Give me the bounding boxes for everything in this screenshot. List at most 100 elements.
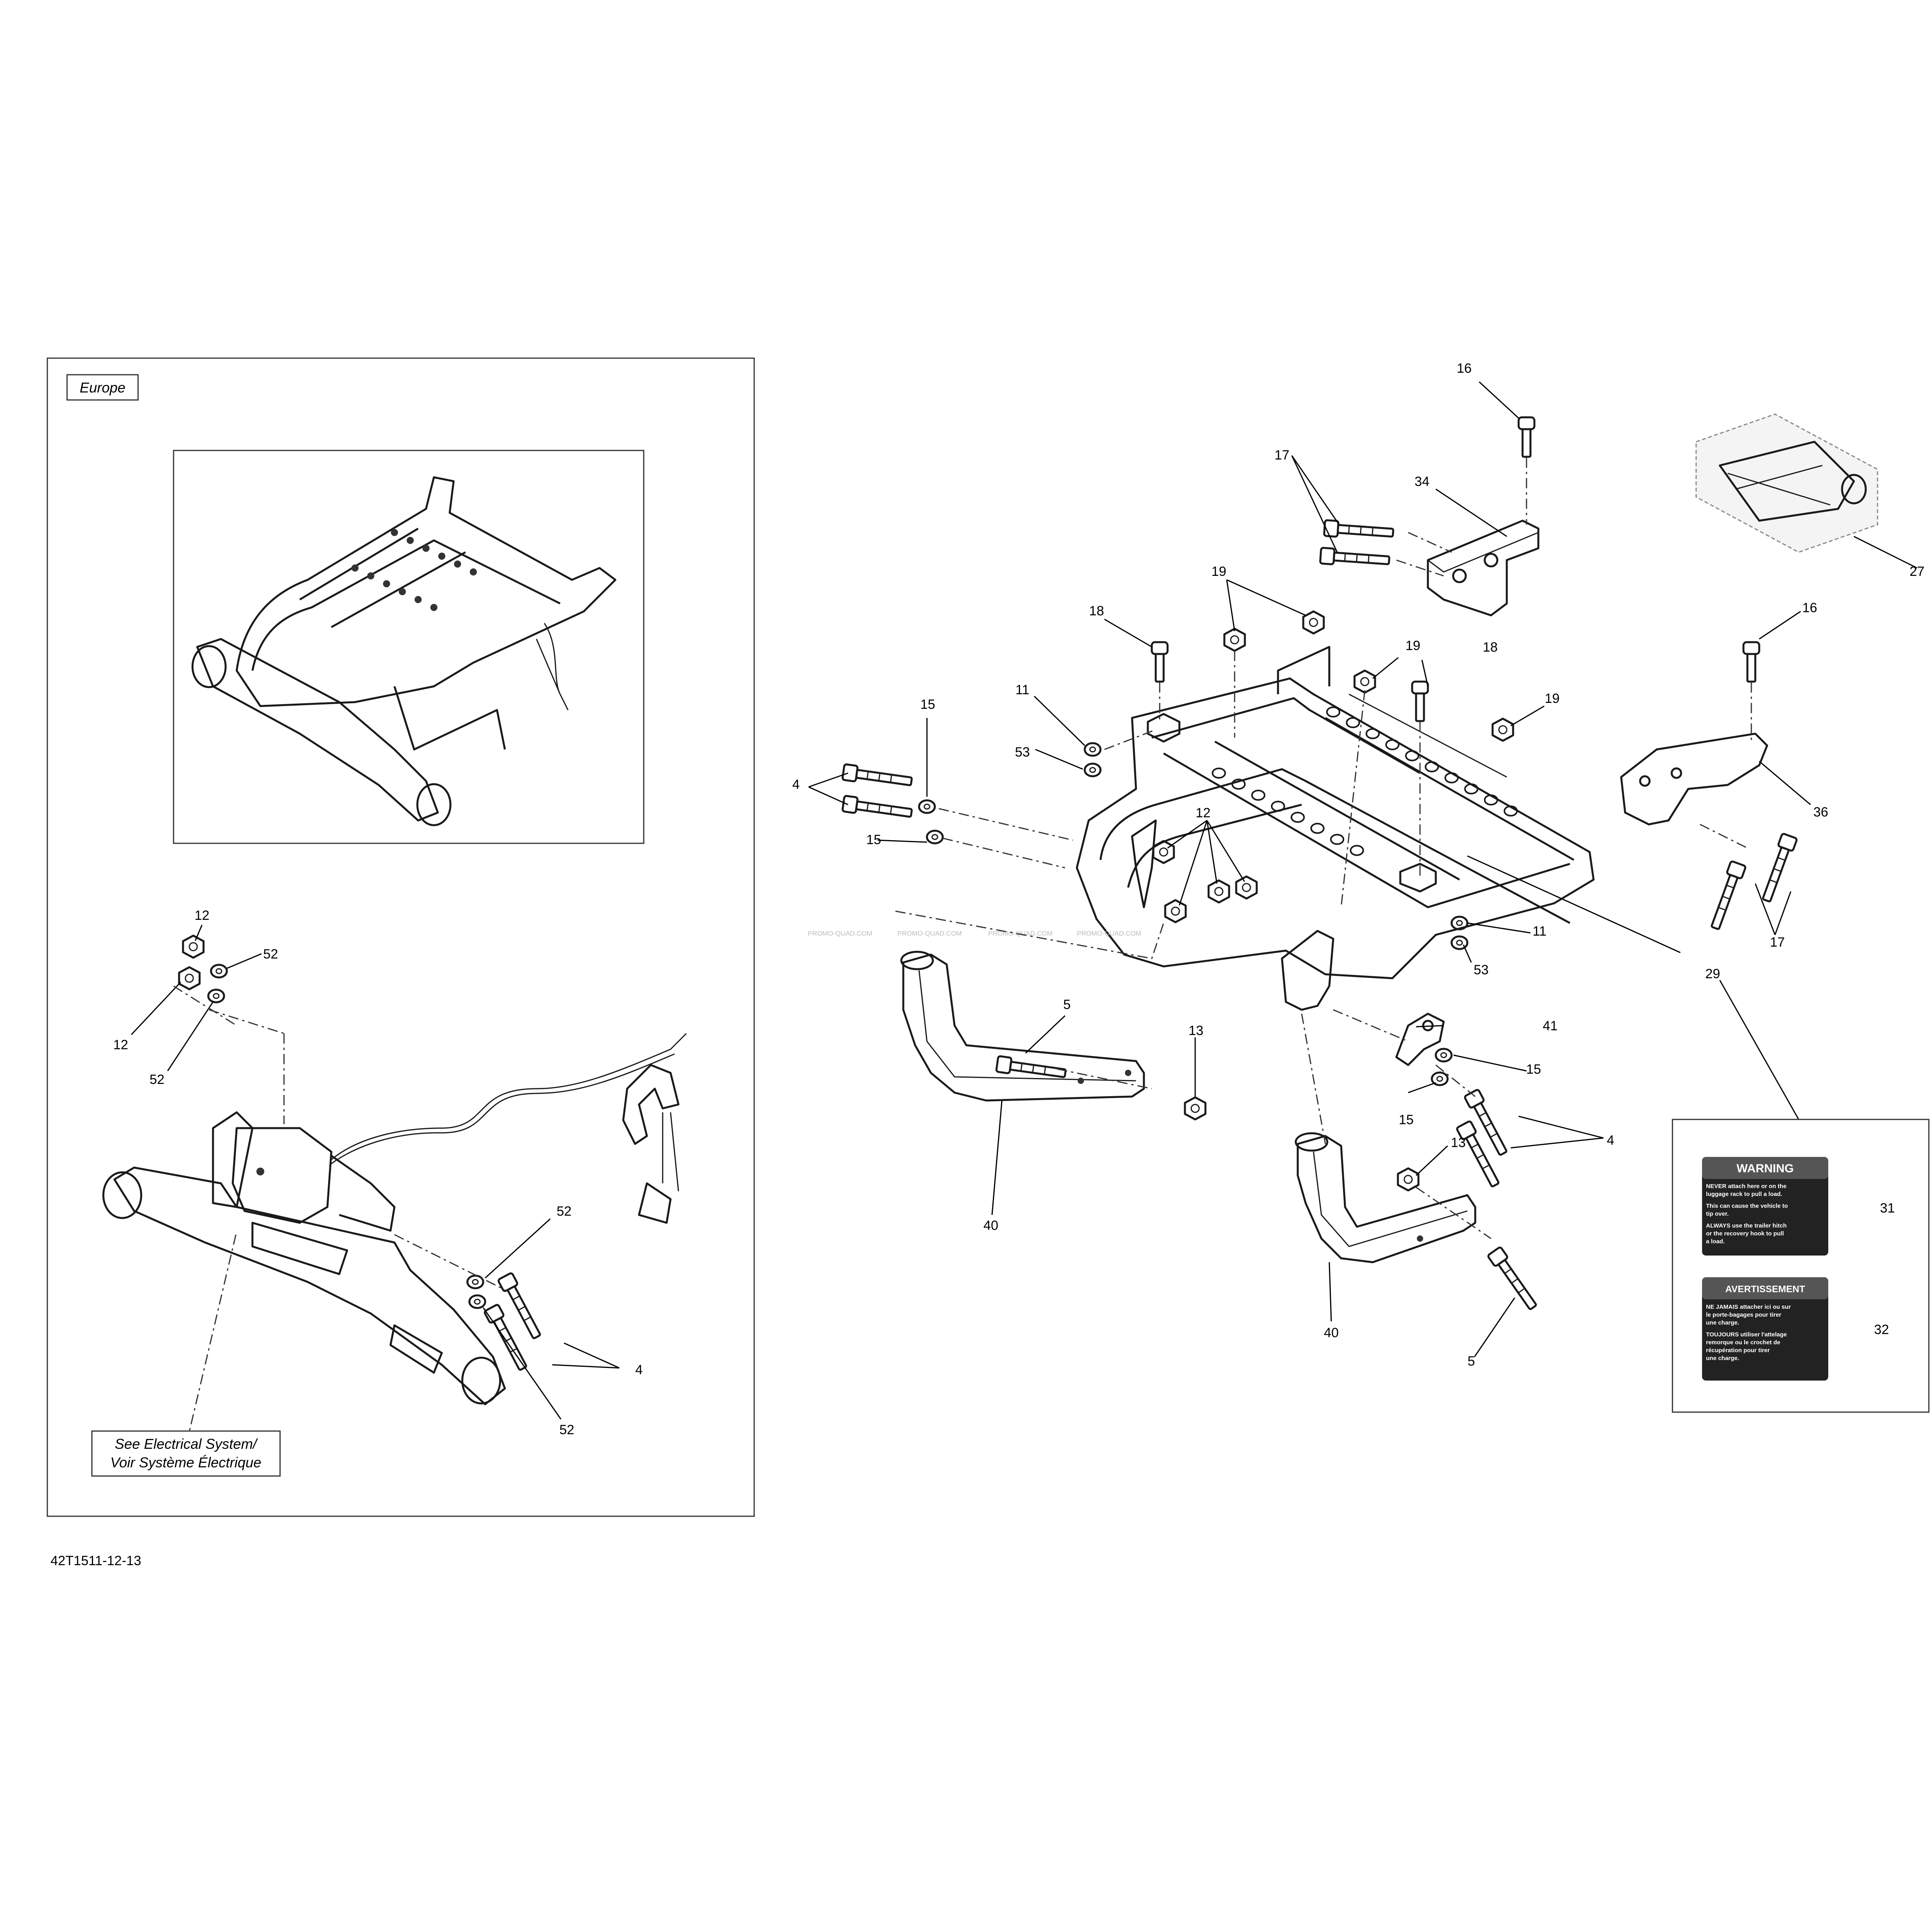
bracket-part-34 [1427,519,1540,617]
callout-19: 19 [1211,564,1226,579]
nut-19d-part [1493,719,1513,741]
decal-french-part-32: AVERTISSEMENT NE JAMAIS attacher ici ou … [1702,1277,1828,1381]
callout-32: 32 [1874,1322,1889,1337]
callout-17: 17 [1770,935,1785,950]
callout-52: 52 [263,947,278,962]
nut-13b-part [1398,1168,1418,1190]
french-line-6: récupération pour tirer [1706,1347,1770,1354]
nut-12f-part [1236,876,1257,899]
bolt-17c-part [1759,833,1797,903]
callout-18: 18 [1089,604,1104,618]
callout-12: 12 [1196,805,1211,820]
bolt-4d-part [842,796,912,821]
callout-5: 5 [1063,997,1071,1012]
callout-29: 29 [1705,966,1720,981]
bolt-17b-part [1324,520,1394,541]
french-line-5: remorque ou le crochet de [1706,1339,1780,1346]
watermark-1: PROMO-QUAD.COM [808,930,872,937]
nut-12e-part [1209,880,1229,902]
callout-41: 41 [1543,1018,1558,1033]
nut-12d-part [1165,900,1186,922]
callout-40: 40 [983,1218,998,1233]
alignment-lines [895,458,1752,1239]
support-tube-right-part-40 [1295,1132,1476,1263]
callout-16: 16 [1802,600,1817,615]
callout-18: 18 [1483,640,1498,655]
left-inset-leaders [131,925,620,1452]
callout-4: 4 [1607,1133,1614,1148]
callout-15: 15 [866,832,881,847]
french-line-7: une charge. [1706,1355,1739,1362]
warning-line-4: tip over. [1706,1211,1729,1217]
callout-53: 53 [1474,962,1489,977]
callout-15: 15 [1526,1062,1541,1077]
electrical-system-note: See Electrical System/ Voir Système Élec… [91,1430,281,1477]
bolt-16a-part [1519,417,1534,457]
diagram-code: 42T1511-12-13 [50,1553,141,1568]
warning-line-6: or the recovery hook to pull [1706,1230,1784,1237]
french-line-2: le porte-bagages pour tirer [1706,1312,1781,1318]
callout-19: 19 [1405,638,1420,653]
nut-19a-part [1224,629,1245,651]
callout-4: 4 [792,777,800,792]
nut-12c-part [1153,841,1174,863]
callout-19: 19 [1545,691,1560,706]
callout-15: 15 [920,697,935,712]
callout-17: 17 [1274,448,1289,463]
light-bracket-assembly [102,1033,687,1405]
assembled-rack-thumbnail-frame [173,450,645,844]
warning-line-3: This can cause the vehicle to [1706,1203,1788,1209]
decal-warning-part-31: WARNING NEVER attach here or on the lugg… [1702,1157,1828,1256]
french-line-1: NE JAMAIS attacher ici ou sur [1706,1304,1791,1310]
callout-52: 52 [559,1422,574,1437]
europe-label-box: Europe [66,374,139,401]
callout-27: 27 [1910,564,1925,579]
callout-15: 15 [1399,1112,1414,1127]
bolt-18b-part [1412,682,1428,721]
washer-15b-part [927,831,943,843]
watermark-3: PROMO-QUAD.COM [988,930,1052,937]
bolt-18a-part [1152,642,1168,682]
warning-line-7: a load. [1706,1238,1725,1245]
warning-line-1: NEVER attach here or on the [1706,1183,1786,1190]
luggage-rack-frame-part-29 [1076,646,1595,1011]
tool-kit-part-27 [1695,413,1878,553]
callout-11: 11 [1532,924,1546,939]
warning-line-5: ALWAYS use the trailer hitch [1706,1222,1787,1229]
nut-19b-part [1303,611,1324,633]
assembled-rack-thumbnail [191,476,617,826]
callout-11: 11 [1015,682,1029,697]
watermark-2: PROMO-QUAD.COM [897,930,962,937]
note-line-2: Voir Système Électrique [110,1454,262,1470]
bolt-5b-part [1487,1247,1540,1312]
callout-12: 12 [113,1037,128,1052]
callout-36: 36 [1813,805,1828,820]
washer-53a-part [1085,764,1101,776]
callout-5: 5 [1468,1354,1475,1369]
callout-13: 13 [1451,1135,1466,1150]
watermark-4: PROMO-QUAD.COM [1077,930,1141,937]
french-line-4: TOUJOURS utiliser l'attelage [1706,1331,1787,1338]
bolt-17a-part [1320,548,1390,568]
warning-decal-heading: WARNING [1737,1162,1794,1175]
french-line-3: une charge. [1706,1319,1739,1326]
bracket-part-36 [1620,732,1768,826]
washer-15a-part [919,800,935,813]
nut-13a-part [1185,1097,1205,1119]
callout-12: 12 [194,908,209,923]
callout-16: 16 [1457,361,1472,376]
washer-15c-part [1436,1049,1452,1061]
callout-34: 34 [1414,474,1429,489]
callout-13: 13 [1188,1023,1203,1038]
callout-4: 4 [635,1362,643,1377]
callout-53: 53 [1015,745,1030,760]
callouts: 12 52 12 52 52 4 52 16 17 34 27 19 18 19… [113,361,1925,1437]
bolt-4c-part [842,764,912,789]
nut-19c-part [1355,671,1375,693]
support-tube-left-part-40 [900,951,1145,1102]
europe-label: Europe [80,379,125,396]
callout-40: 40 [1324,1325,1339,1340]
callout-52: 52 [557,1204,572,1219]
note-line-1: See Electrical System/ [115,1436,258,1452]
